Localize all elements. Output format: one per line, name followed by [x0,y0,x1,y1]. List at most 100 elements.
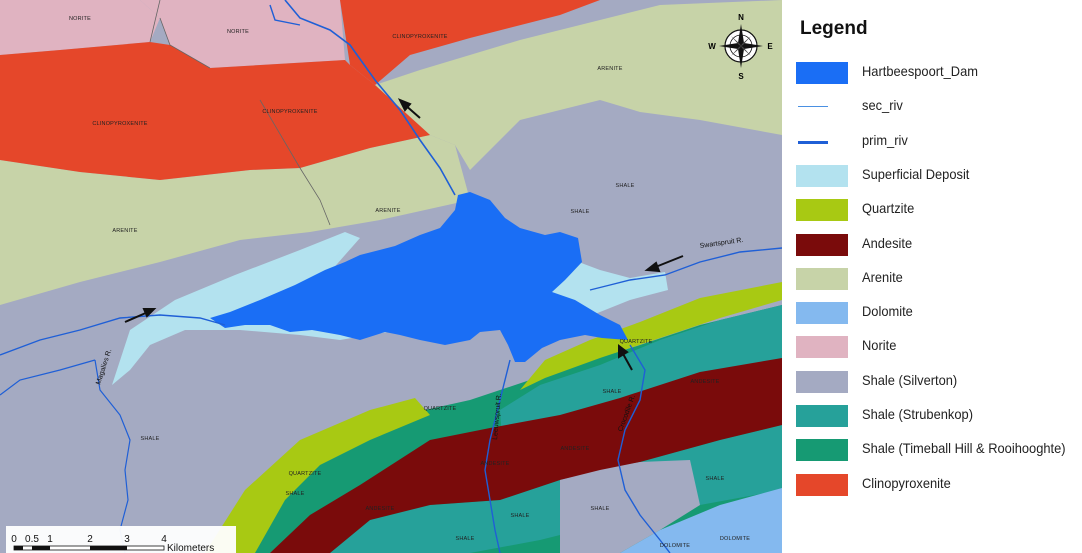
legend-item: prim_riv [796,129,1082,155]
map-label-dolomite-east: DOLOMITE [720,536,750,542]
legend-item: Shale (Strubenkop) [796,403,1082,429]
map-label-shale-center: SHALE [602,389,621,395]
legend-label: Shale (Strubenkop) [862,406,973,422]
legend-item: Arenite [796,266,1082,292]
geological-map: NORITE NORITE CLINOPYROXENITE CLINOPYROX… [0,0,782,553]
compass-w: W [708,42,716,51]
map-label-andesite-south-2: ANDESITE [480,461,509,467]
map-label-andesite-south: ANDESITE [365,506,394,512]
scale-tick-0-5: 0.5 [25,534,39,545]
legend-item: sec_riv [796,94,1082,120]
legend-label: Shale (Silverton) [862,371,958,388]
legend-label: Andesite [862,234,913,251]
flow-arrows [124,98,684,371]
clinopyroxenite-unit-north [340,0,600,85]
crocodile-river-south [617,344,671,553]
legend-item: Norite [796,334,1082,360]
map-label-clinopyroxenite-north: CLINOPYROXENITE [392,34,447,40]
legend-swatch [796,336,848,359]
magalies-river-west [94,359,131,553]
legend-swatch [796,62,848,84]
legend-title: Legend [800,18,868,39]
shale-strubenkop-unit-south [330,425,782,553]
legend-label: Superficial Deposit [862,165,970,182]
arenite-unit-northeast [375,0,782,170]
legend-label: prim_riv [862,131,908,148]
map-label-shale-south-4: SHALE [510,513,529,519]
magalies-river-north [0,359,96,396]
map-label-shale-north: SHALE [615,183,634,189]
river-network [0,0,782,553]
legend-swatch [796,199,848,222]
legend-swatch [796,439,848,462]
scale-tick-4: 4 [161,534,167,545]
legend-swatch [798,106,828,108]
map-label-quartzite-center: QUARTZITE [424,406,457,412]
crocodile-river-branch [269,4,301,26]
scale-tick-1: 1 [47,534,53,545]
scale-tick-3: 3 [124,534,130,545]
legend-swatch [798,140,828,144]
map-label-quartzite-south: QUARTZITE [289,471,322,477]
map-label-shale-south-5: SHALE [590,506,609,512]
compass-s: S [738,72,744,81]
crocodile-river [284,0,456,196]
scale-unit: Kilometers [167,543,214,553]
compass-rose-icon: N S E W [708,13,773,81]
scale-bar: 0 0.5 1 2 3 4 Kilometers [6,526,236,553]
norite-unit-east [140,0,345,68]
map-label-norite-east: NORITE [227,29,249,35]
map-label-shale-south: SHALE [570,209,589,215]
legend-item: Dolomite [796,300,1082,326]
legend-item: Shale (Timeball Hill & Rooihooghte) [796,437,1082,463]
legend-label: Quartzite [862,200,915,217]
map-label-dolomite-center: DOLOMITE [660,543,690,549]
legend-label: sec_riv [862,97,903,114]
legend-item: Hartbeespoort_Dam [796,60,1082,86]
map-label-clinopyroxenite-west: CLINOPYROXENITE [92,121,147,127]
hartbeespoort-dam [210,192,628,362]
legend-swatch [796,302,848,325]
scale-tick-2: 2 [87,534,93,545]
legend-item: Andesite [796,232,1082,258]
river-label-leeuwspruit: Leeuwspruit R. [492,393,503,440]
legend-swatch [796,405,848,427]
legend-label: Shale (Timeball Hill & Rooihooghte) [862,440,1066,457]
legend-swatch [796,267,848,290]
legend-swatch [796,164,848,187]
legend-item: Quartzite [796,197,1082,223]
compass-e: E [767,42,773,51]
quartzite-unit-east [520,282,782,390]
legend-label: Clinopyroxenite [862,474,951,491]
compass-n: N [738,13,744,22]
andesite-unit [270,358,782,553]
map-label-arenite-west: ARENITE [112,228,137,234]
map-label-andesite-center: ANDESITE [560,446,589,452]
map-label-andesite-east: ANDESITE [690,379,719,385]
norite-unit-west [0,0,160,55]
dolomite-unit [620,488,782,553]
legend-item: Clinopyroxenite [796,472,1082,498]
map-label-arenite-northeast: ARENITE [597,66,622,72]
arenite-unit-west [0,135,470,305]
map-label-clinopyroxenite-center: CLINOPYROXENITE [262,109,317,115]
legend-label: Norite [862,337,897,354]
map-label-shale-east: SHALE [705,476,724,482]
magalies-river [0,314,226,356]
legend-label: Dolomite [862,303,913,320]
legend-swatch [796,233,848,256]
map-label-shale-south-3: SHALE [455,536,474,542]
quartzite-unit-south [205,398,430,553]
leeuwspruit-river [484,359,511,553]
map-label-shale-south-2: SHALE [285,491,304,497]
map-label-norite-west: NORITE [69,16,91,22]
shale-silverton-unit-southeast [560,460,700,553]
legend-label: Hartbeespoort_Dam [862,63,978,79]
legend-swatch [796,370,848,393]
scale-tick-0: 0 [11,534,17,545]
clinopyroxenite-unit-main [0,42,430,180]
swartspruit-river [589,247,782,291]
legend-item: Shale (Silverton) [796,369,1082,395]
map-label-quartzite-east: QUARTZITE [620,339,653,345]
